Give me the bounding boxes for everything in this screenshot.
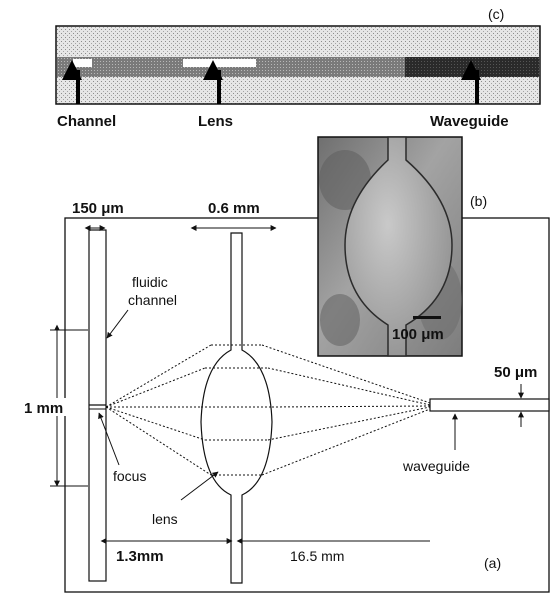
panel-c-label: (c)	[488, 6, 504, 22]
ray-right-2	[267, 367, 431, 406]
panel-c: (c) Channel Lens Waveguide	[55, 6, 541, 130]
dim-height-label: 1 mm	[24, 400, 63, 417]
panel-c-channel-label: Channel	[57, 113, 116, 130]
panel-b-label: (b)	[470, 193, 487, 209]
panel-b: 100 μm (b)	[317, 136, 487, 357]
lens-channel	[200, 232, 273, 584]
panel-c-waveguide-core	[405, 57, 539, 77]
dim-height-label-bg	[24, 398, 66, 416]
ray-lines	[105, 344, 431, 476]
lens-pointer	[180, 471, 219, 501]
micrograph-scale-label: 100 μm	[392, 326, 444, 343]
waveguide-label: waveguide	[402, 458, 470, 474]
fluidic-channel-label-1: fluidic	[132, 274, 168, 290]
ray-right-4	[267, 406, 431, 441]
panel-c-lens-label: Lens	[198, 113, 233, 130]
ray-right-1	[261, 344, 431, 404]
dim-distance-2-label: 16.5 mm	[290, 548, 344, 564]
panel-c-channel-gap	[73, 59, 92, 67]
dim-waveguide-label: 50 μm	[494, 364, 537, 381]
panel-c-lens-gap	[183, 59, 256, 67]
panel-c-waveguide-label: Waveguide	[430, 113, 509, 130]
micrograph-blotch-3	[320, 294, 360, 346]
dim-lens-width-label: 0.6 mm	[208, 200, 260, 217]
ray-left-1	[105, 344, 212, 408]
panel-a: 150 μm 0.6 mm fluidic channel 1 mm focus…	[24, 200, 550, 593]
lens-label: lens	[152, 511, 178, 527]
ray-left-4	[105, 406, 206, 441]
ray-left-2	[105, 367, 206, 408]
focus-pointer	[98, 412, 120, 466]
focus-label: focus	[113, 468, 146, 484]
fluidic-channel-pointer	[106, 309, 129, 339]
ray-right-3	[271, 405, 431, 408]
micrograph-lens-shape	[344, 136, 453, 357]
micrograph-blotch-1	[319, 150, 371, 210]
micrograph-scale-bar	[413, 316, 441, 319]
fluidic-channel-label-2: channel	[128, 292, 177, 308]
waveguide	[429, 398, 550, 412]
ray-left-5	[105, 406, 212, 476]
panel-a-label: (a)	[484, 555, 501, 571]
dim-channel-width-label: 150 μm	[72, 200, 124, 217]
dim-distance-1-label: 1.3mm	[116, 548, 164, 565]
